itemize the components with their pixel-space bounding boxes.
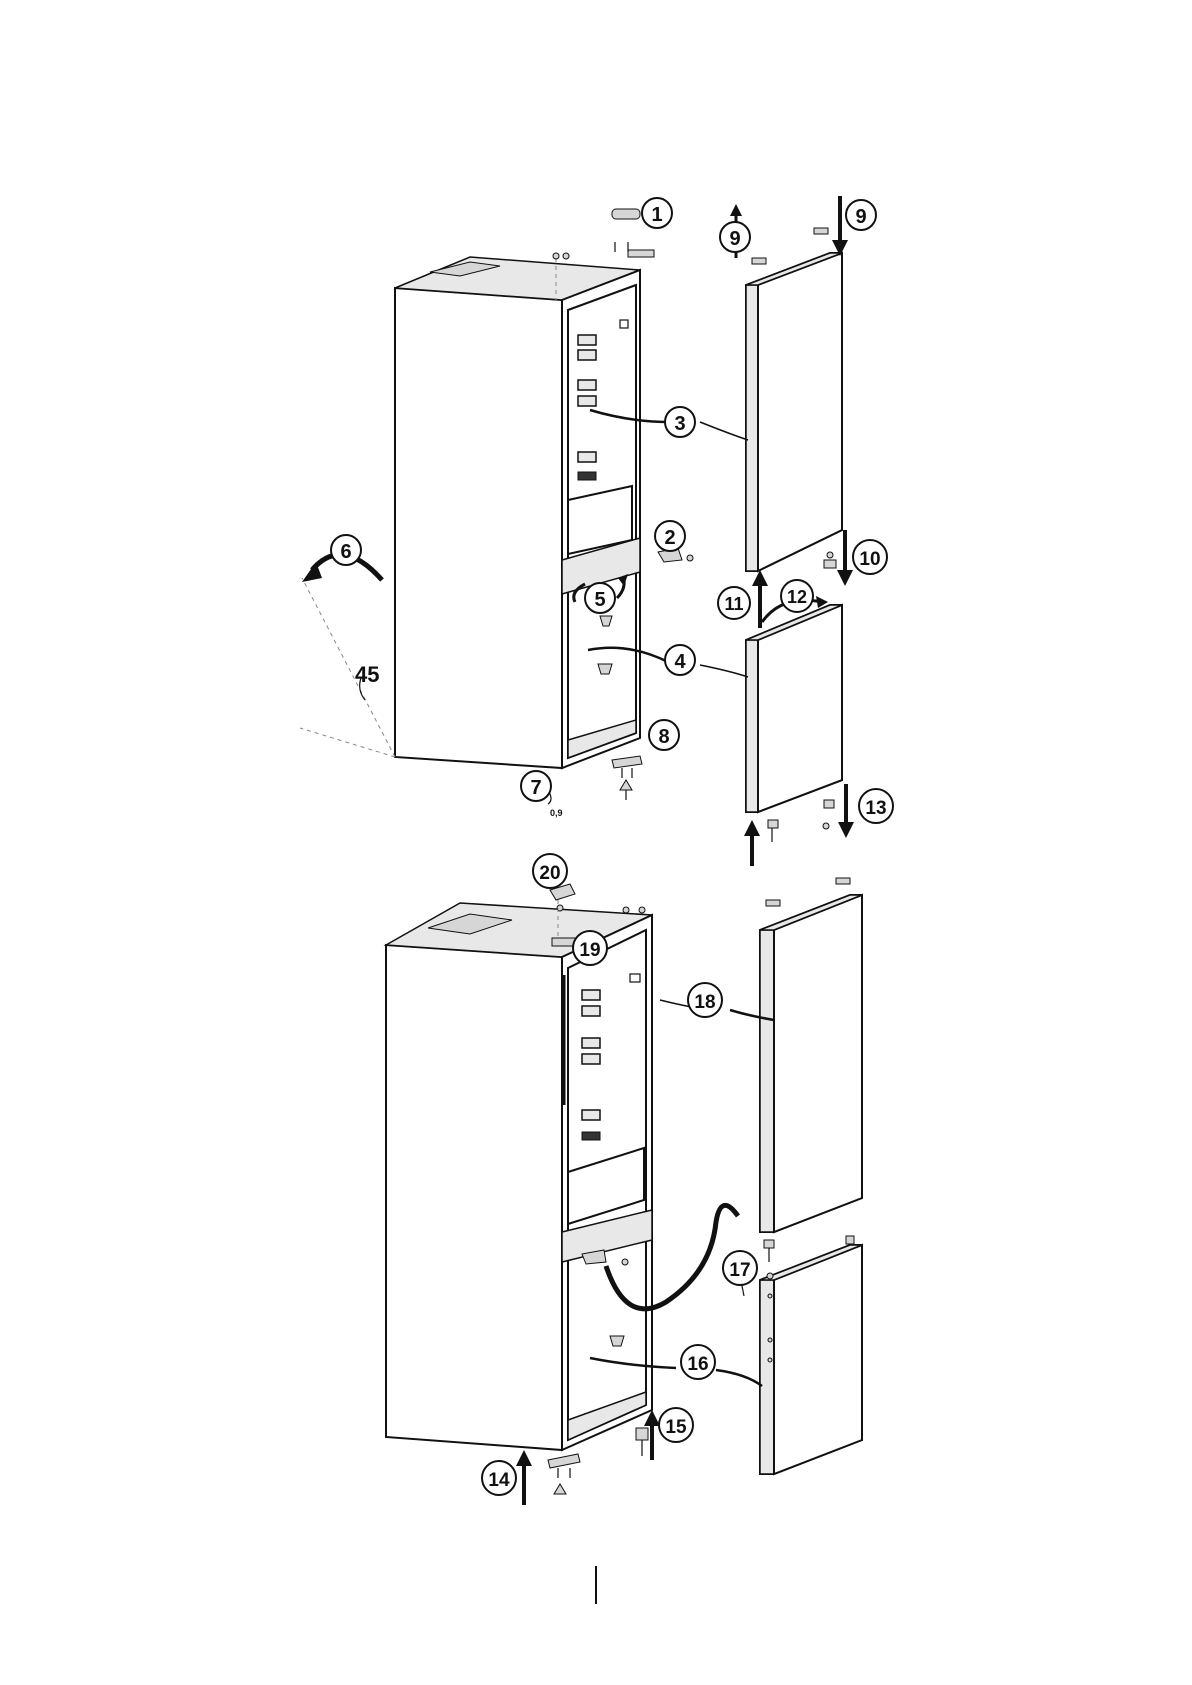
svg-text:14: 14	[488, 1470, 510, 1491]
callout-3: 3	[665, 407, 695, 437]
svg-text:1: 1	[651, 204, 662, 226]
svg-text:15: 15	[665, 1417, 687, 1438]
angle-label: 45	[355, 662, 379, 687]
callout-9-left: 9	[720, 222, 750, 252]
svg-text:2: 2	[664, 527, 675, 549]
callout-18: 18	[688, 983, 722, 1017]
small-mark: 0,9	[550, 808, 563, 818]
svg-text:20: 20	[539, 863, 560, 884]
freezer-door-bottom	[760, 1245, 862, 1474]
fridge-door-bottom	[760, 878, 862, 1262]
callout-7: 7	[521, 771, 551, 801]
callout-17: 17	[723, 1251, 757, 1285]
svg-text:17: 17	[729, 1260, 750, 1281]
svg-text:7: 7	[530, 777, 541, 799]
callout-16: 16	[681, 1345, 715, 1379]
callout-5: 5	[585, 583, 615, 613]
callout-11: 11	[718, 587, 750, 619]
callout-2: 2	[655, 521, 685, 551]
callout-15: 15	[659, 1408, 693, 1442]
svg-text:18: 18	[694, 992, 715, 1013]
svg-text:13: 13	[865, 798, 886, 819]
callout-1: 1	[642, 198, 672, 228]
svg-text:5: 5	[594, 589, 605, 611]
svg-text:6: 6	[340, 541, 351, 563]
callout-4: 4	[665, 645, 695, 675]
callout-19: 19	[573, 931, 607, 965]
svg-text:16: 16	[687, 1354, 708, 1375]
svg-text:10: 10	[859, 549, 880, 570]
svg-text:8: 8	[658, 726, 669, 748]
angle-indicator: 45	[300, 578, 395, 757]
svg-text:3: 3	[674, 413, 685, 435]
svg-text:9: 9	[855, 206, 866, 228]
callout-10: 10	[853, 540, 887, 574]
callout-8: 8	[649, 720, 679, 750]
callout-6: 6	[331, 535, 361, 565]
svg-text:12: 12	[787, 587, 807, 607]
fridge-cabinet-top	[395, 253, 640, 768]
callout-12: 12	[781, 580, 813, 612]
callout-20: 20	[533, 854, 567, 888]
callout-13: 13	[859, 789, 893, 823]
fridge-cabinet-bottom	[386, 900, 652, 1450]
callout-14: 14	[482, 1461, 516, 1495]
svg-text:9: 9	[729, 228, 740, 250]
fridge-door-top	[746, 228, 842, 571]
callout-9-right: 9	[846, 200, 876, 230]
svg-text:11: 11	[724, 594, 743, 614]
freezer-door-top	[746, 605, 842, 842]
svg-text:4: 4	[674, 651, 686, 673]
svg-text:19: 19	[579, 940, 600, 961]
